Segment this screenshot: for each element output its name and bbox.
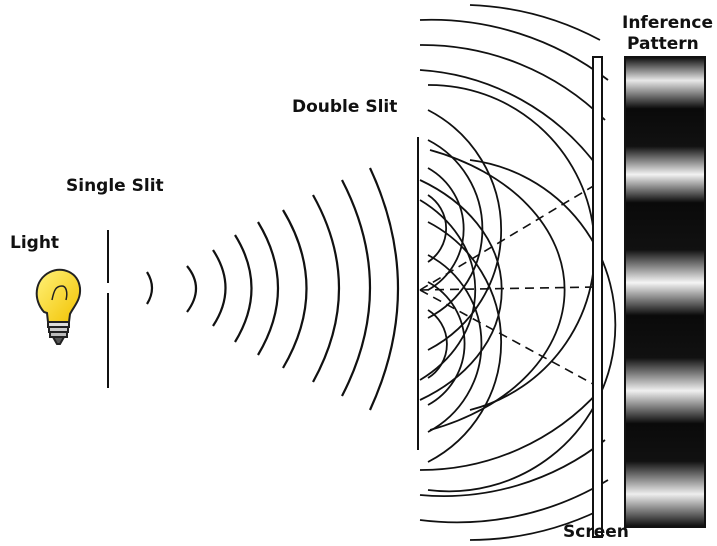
interference-pattern xyxy=(625,57,705,527)
pattern-title-line1: Inference xyxy=(622,14,713,32)
pattern-title-line2: Pattern xyxy=(627,35,699,53)
light-label: Light xyxy=(10,234,59,252)
screen-label: Screen xyxy=(563,523,629,541)
wavefronts-single xyxy=(147,168,398,410)
light-bulb-icon xyxy=(37,270,80,344)
double-slit-label: Double Slit xyxy=(292,98,397,116)
single-slit-label: Single Slit xyxy=(66,177,164,195)
screen xyxy=(593,57,602,537)
